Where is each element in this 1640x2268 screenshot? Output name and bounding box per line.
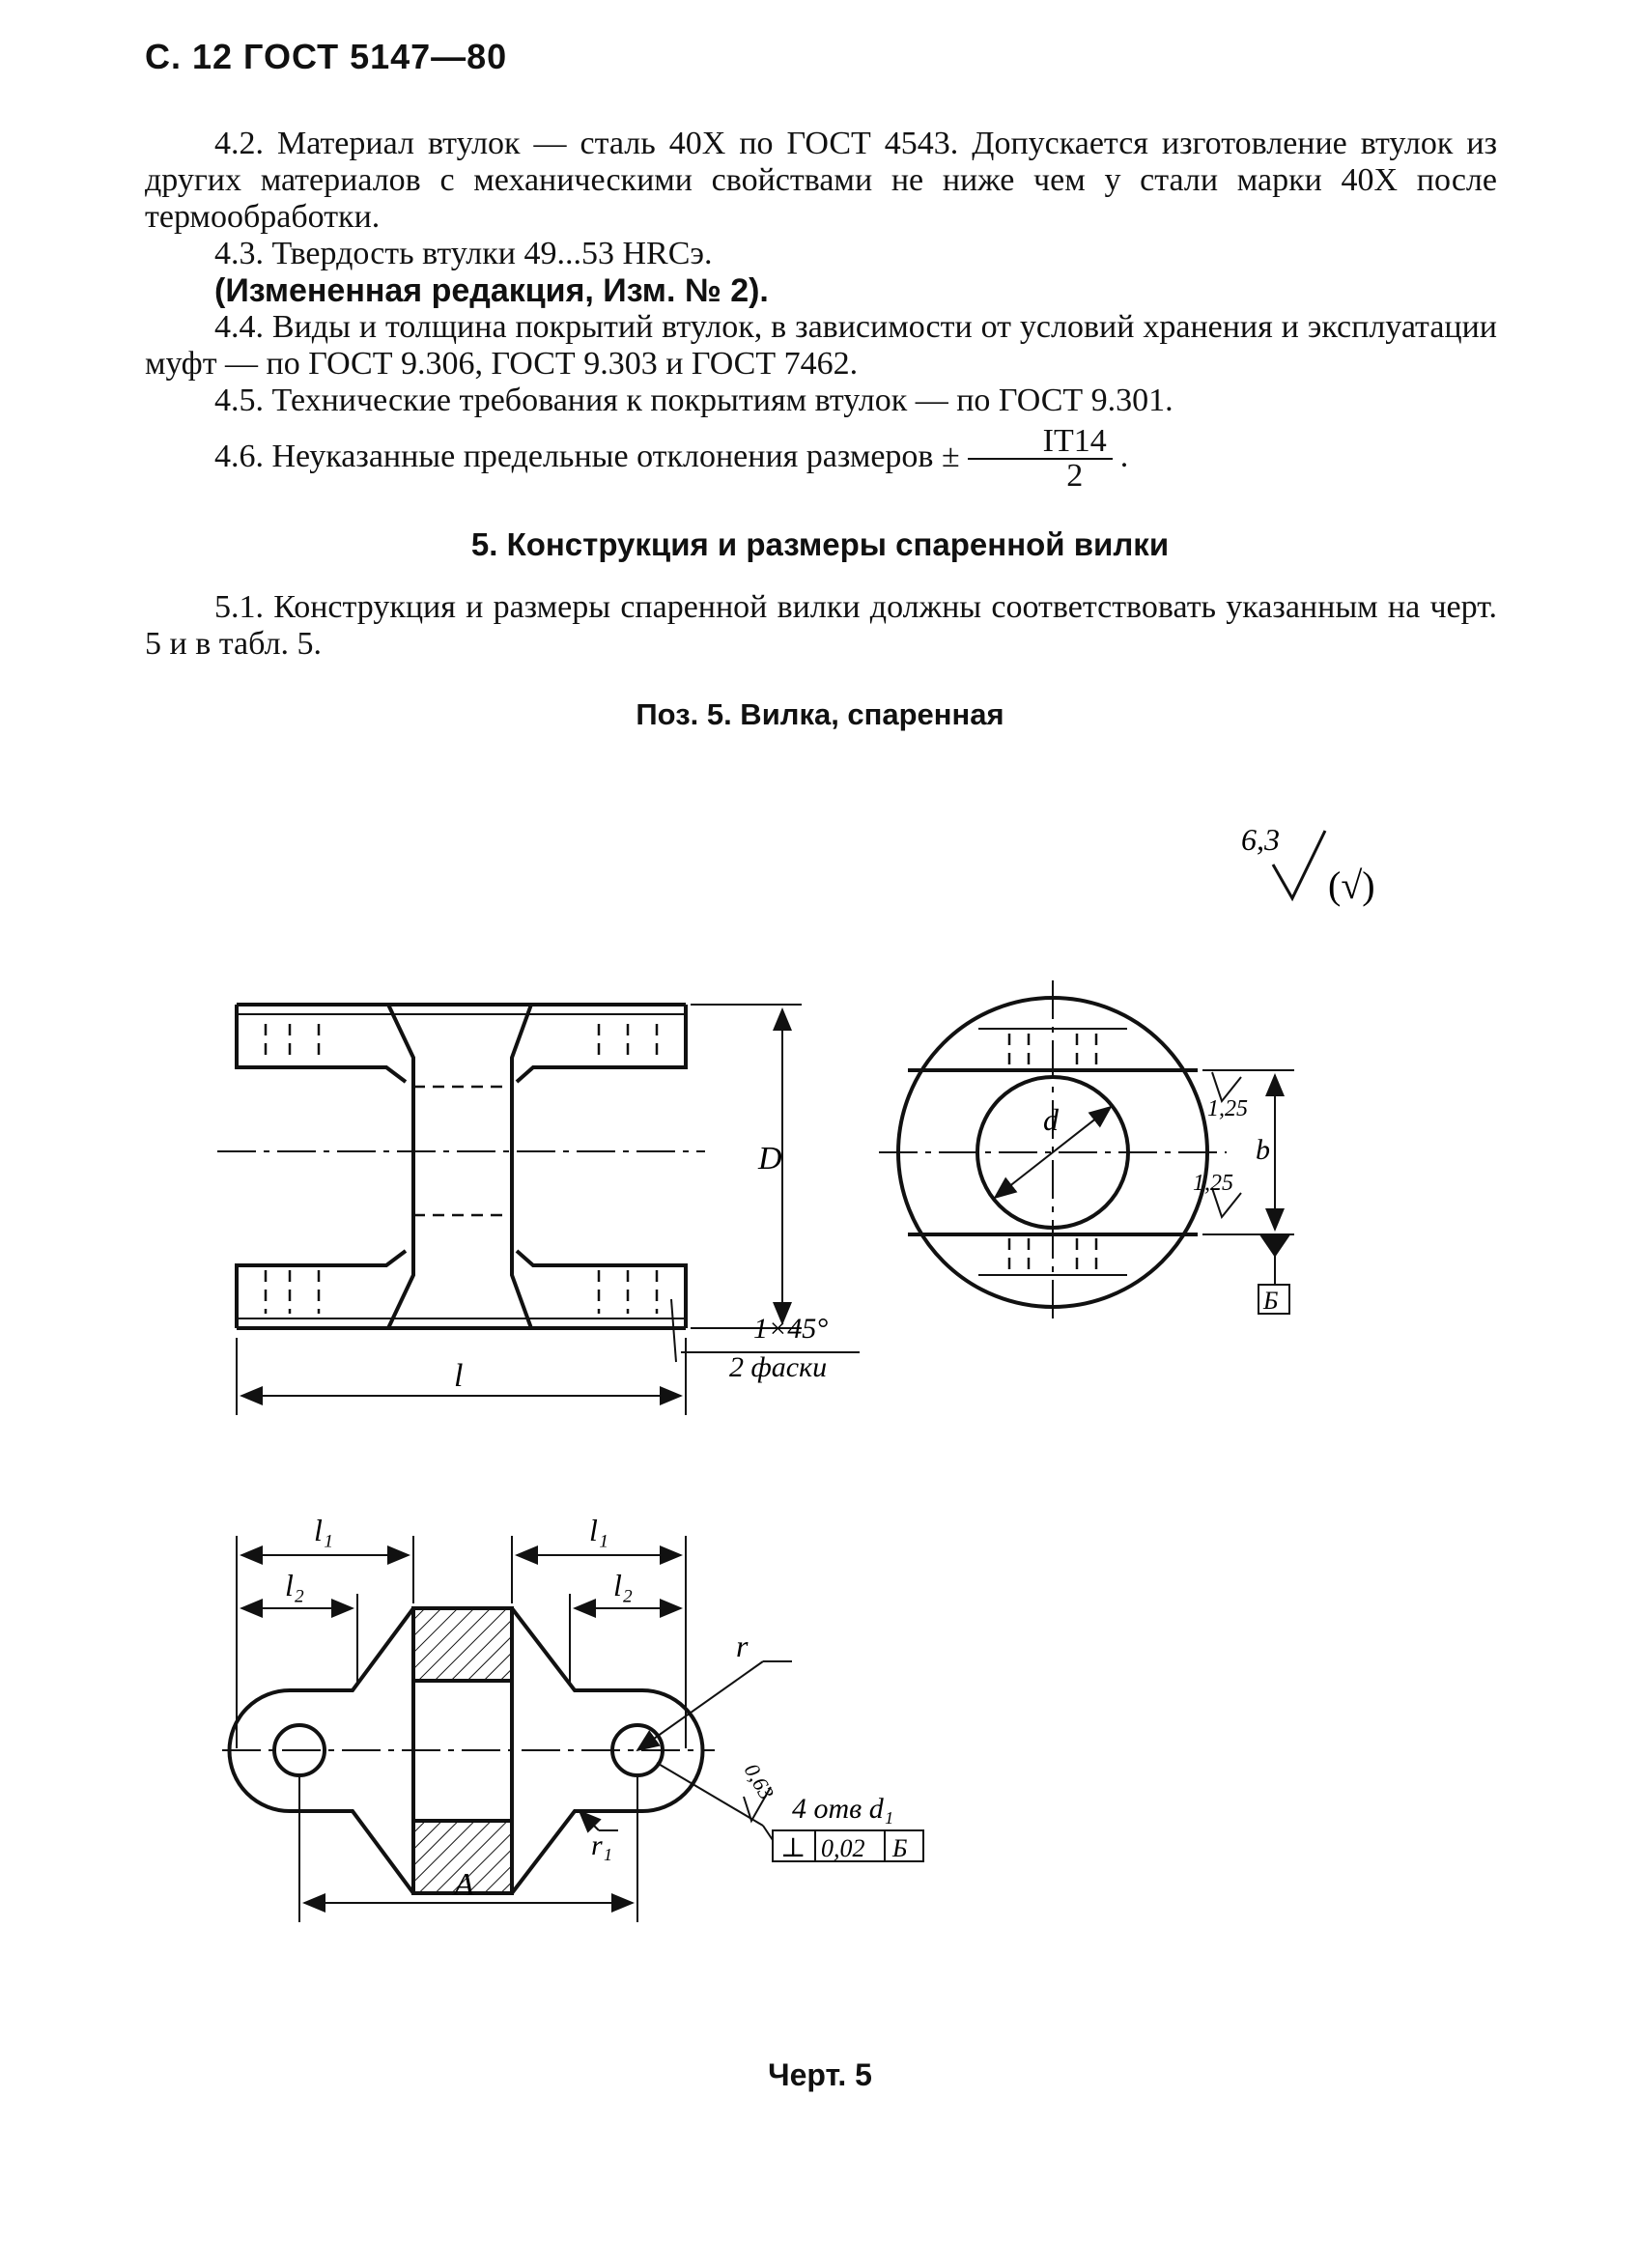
holes-label: 4 отв d₁ [792, 1793, 893, 1825]
dim-A-label: A [452, 1867, 474, 1903]
drawing-caption: Черт. 5 [768, 2057, 872, 2092]
dim-d-label: d [1043, 1102, 1060, 1137]
tolerance-label-bottom: 1,25 [1193, 1171, 1233, 1196]
paragraph-4-5: 4.5. Технические требования к покрытиям … [214, 383, 1173, 418]
datum-label: Б [1262, 1287, 1278, 1315]
dimension-D [691, 1004, 802, 1329]
dim-r1-label: r₁ [591, 1829, 612, 1861]
dim-b-label: b [1256, 1134, 1270, 1166]
dimension-l [236, 1298, 860, 1415]
paragraph-4-6-text: 4.6. Неуказанные предельные отклонения р… [214, 438, 960, 474]
paragraph-4-2: 4.2. Материал втулок — сталь 40Х по ГОСТ… [145, 126, 1497, 235]
page-header: С. 12 ГОСТ 5147—80 [145, 37, 508, 76]
roughness-value: 6,3 [1241, 822, 1280, 857]
dimension-b [1202, 1069, 1294, 1315]
roughness-paren: (√) [1328, 864, 1375, 907]
perpendicularity-symbol: ⊥ [780, 1833, 806, 1863]
fraction-denominator: 2 [1066, 458, 1084, 494]
section-title: 5. Конструкция и размеры спаренной вилки [470, 526, 1170, 562]
roughness-063-label: 0,63 [740, 1759, 779, 1803]
dim-l-label: l [454, 1358, 463, 1394]
roughness-symbol: 6,3 (√) [1241, 822, 1375, 907]
perpendicularity-datum: Б [891, 1834, 907, 1862]
fraction-numerator: IT14 [967, 425, 1113, 460]
paragraph-4-6: 4.6. Неуказанные предельные отклонения р… [145, 425, 1497, 493]
front-view [217, 1003, 705, 1330]
text-block-section-4: 4.2. Материал втулок — сталь 40Х по ГОСТ… [145, 126, 1497, 493]
dim-D-label: D [757, 1141, 782, 1177]
perpendicularity-value: 0,02 [821, 1834, 865, 1862]
paragraph-4-6-end: . [1119, 438, 1129, 474]
plan-dimensions [236, 1536, 924, 1922]
chamfer-label: 1×45° [753, 1313, 828, 1345]
dim-r-label: r [736, 1629, 749, 1663]
dim-l2-label-left: l₂ [285, 1568, 304, 1602]
paragraph-5-1: 5.1. Конструкция и размеры спаренной вил… [145, 589, 1497, 662]
text-block-section-5: 5.1. Конструкция и размеры спаренной вил… [145, 589, 1497, 663]
paragraph-4-4: 4.4. Виды и толщина покрытий втулок, в з… [145, 309, 1497, 382]
position-title: Поз. 5. Вилка, спаренная [636, 697, 1004, 731]
plan-view [222, 1606, 715, 1895]
dim-l1-label-right: l₁ [589, 1513, 608, 1547]
chamfer-count-label: 2 фаски [729, 1351, 827, 1383]
tolerance-label-top: 1,25 [1207, 1096, 1248, 1121]
paragraph-4-3: 4.3. Твердость втулки 49...53 HRCэ. [214, 236, 713, 271]
side-view [879, 980, 1227, 1323]
dim-l1-label-left: l₁ [314, 1513, 333, 1547]
amendment-note: (Измененная редакция, Изм. № 2). [214, 272, 769, 309]
dim-l2-label-right: l₂ [613, 1568, 633, 1602]
